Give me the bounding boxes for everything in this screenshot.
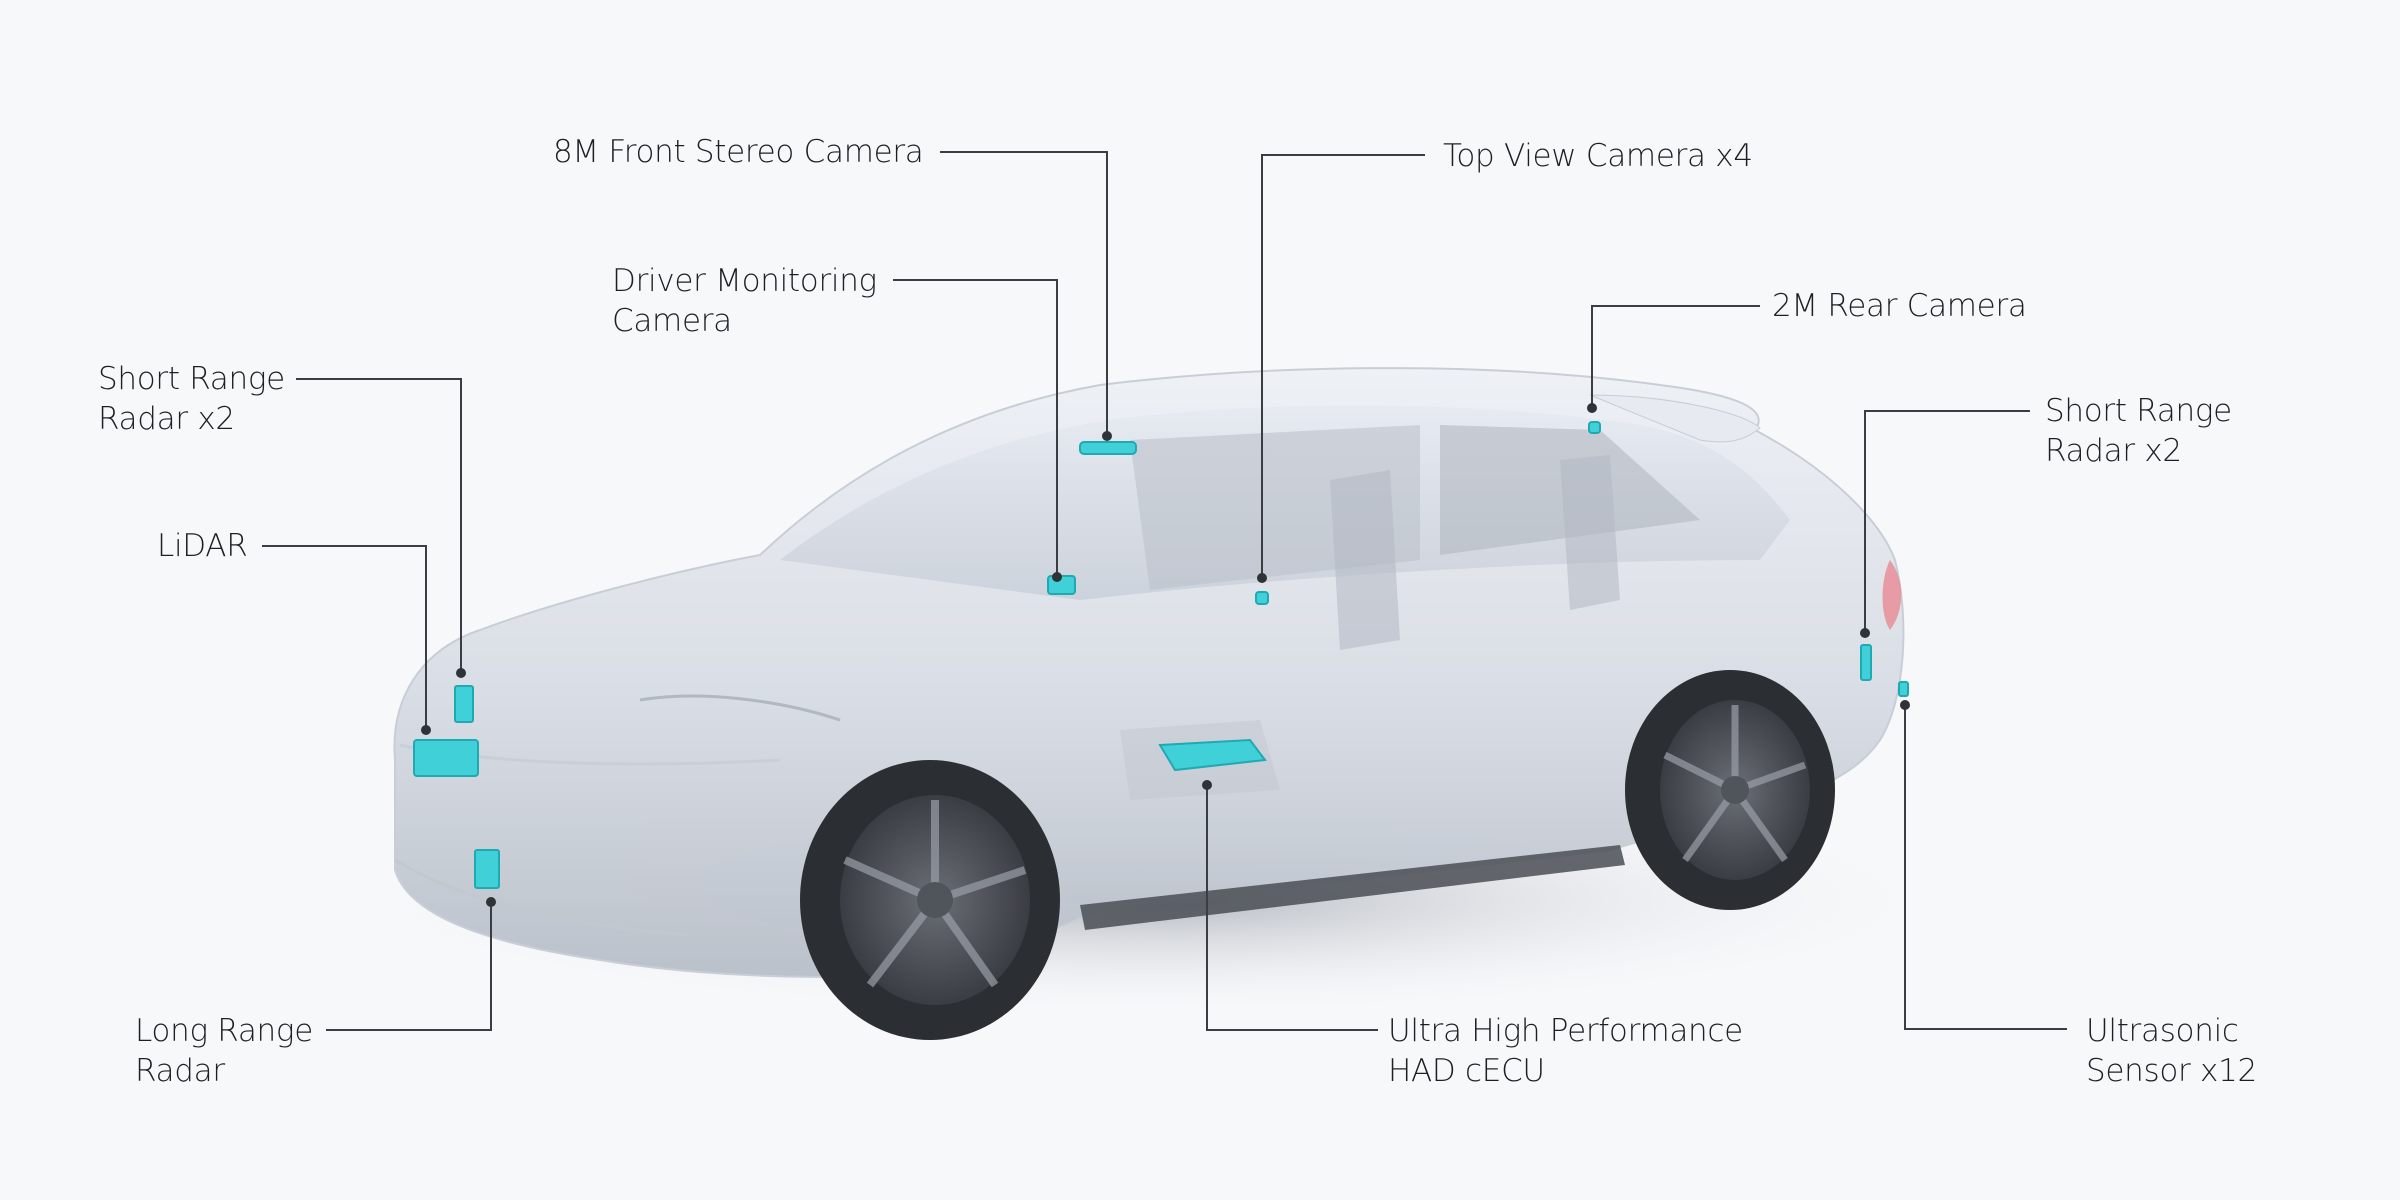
car-body bbox=[393, 367, 1905, 978]
label-line: Ultra High Performance bbox=[1388, 1013, 1743, 1049]
rear-camera-sensor bbox=[1588, 421, 1601, 434]
rear-wheel bbox=[1625, 670, 1835, 910]
label-rear-camera: 2M Rear Camera bbox=[1772, 286, 2027, 326]
top-view-camera-sensor bbox=[1255, 591, 1269, 605]
label-short-range-radar-rear: Short Range Radar x2 bbox=[2045, 391, 2232, 471]
label-had-cecu: Ultra High Performance HAD cECU bbox=[1388, 1011, 1743, 1091]
label-ultrasonic-sensor: Ultrasonic Sensor x12 bbox=[2086, 1011, 2257, 1091]
front-wheel bbox=[800, 760, 1060, 1040]
label-line: 2M Rear Camera bbox=[1772, 288, 2027, 324]
label-line: Top View Camera x4 bbox=[1443, 138, 1753, 174]
had-cecu-sensor bbox=[1158, 738, 1267, 772]
label-lidar: LiDAR bbox=[157, 526, 248, 566]
label-top-view-camera: Top View Camera x4 bbox=[1443, 136, 1753, 176]
label-line: 8M Front Stereo Camera bbox=[553, 134, 924, 170]
label-line: Driver Monitoring bbox=[612, 263, 877, 299]
label-line: Radar bbox=[135, 1053, 225, 1089]
short-range-radar-front-sensor bbox=[454, 685, 474, 723]
label-line: LiDAR bbox=[157, 528, 248, 564]
label-line: HAD cECU bbox=[1388, 1053, 1545, 1089]
label-driver-monitoring-camera: Driver Monitoring Camera bbox=[612, 261, 877, 341]
label-line: Long Range bbox=[135, 1013, 313, 1049]
leader-lines bbox=[262, 151, 2067, 1031]
label-line: Ultrasonic bbox=[2086, 1013, 2239, 1049]
lidar-sensor bbox=[413, 739, 479, 777]
label-line: Short Range bbox=[98, 361, 285, 397]
long-range-radar-sensor bbox=[474, 849, 500, 889]
short-range-radar-rear-sensor bbox=[1860, 644, 1872, 681]
label-short-range-radar-front: Short Range Radar x2 bbox=[98, 359, 285, 439]
label-front-stereo-camera: 8M Front Stereo Camera bbox=[553, 132, 924, 172]
label-line: Radar x2 bbox=[2045, 433, 2182, 469]
anchor-dots bbox=[421, 403, 1910, 907]
label-line: Short Range bbox=[2045, 393, 2232, 429]
label-line: Sensor x12 bbox=[2086, 1053, 2257, 1089]
ultrasonic-sensor-unit bbox=[1898, 681, 1909, 697]
label-line: Camera bbox=[612, 303, 732, 339]
label-line: Radar x2 bbox=[98, 401, 235, 437]
label-long-range-radar: Long Range Radar bbox=[135, 1011, 313, 1091]
front-stereo-camera-sensor bbox=[1079, 441, 1137, 455]
